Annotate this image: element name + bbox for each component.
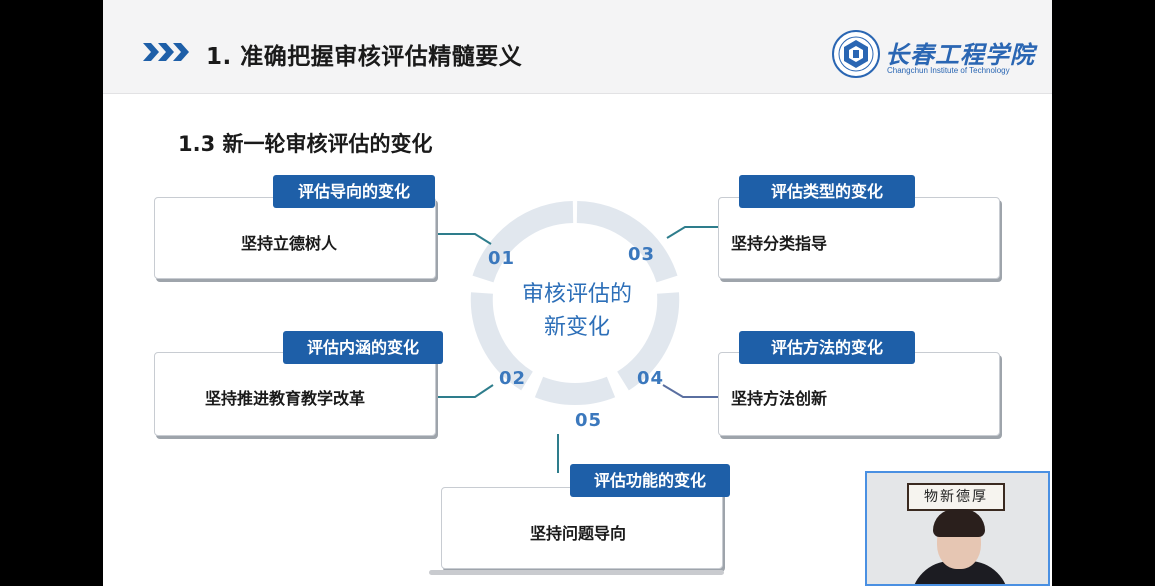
connector-04 — [662, 384, 719, 398]
college-english-name: Changchun Institute of Technology — [887, 66, 1010, 75]
item-number-02: 02 — [499, 368, 527, 389]
webcam-video-overlay[interactable]: 物新德厚 — [865, 471, 1050, 586]
center-label-line1: 审核评估的 — [521, 282, 632, 307]
item-number-04: 04 — [637, 368, 665, 389]
ring-segment-05 — [534, 376, 616, 405]
card-text-05: 坚持问题导向 — [530, 524, 627, 543]
card-tag-02: 评估内涵的变化 — [283, 331, 443, 364]
college-name-logo: 长春工程学院 — [885, 40, 1035, 69]
college-emblem-icon — [832, 30, 880, 78]
card-tag-05: 评估功能的变化 — [570, 464, 730, 497]
card-tag-03: 评估类型的变化 — [739, 175, 915, 208]
calligraphy-plaque: 物新德厚 — [907, 483, 1005, 511]
item-number-05: 05 — [575, 410, 603, 431]
ring-segment-02 — [470, 292, 534, 391]
presenter-body — [911, 561, 1009, 584]
change-card-03: 坚持分类指导 — [718, 197, 1000, 279]
change-card-04: 坚持方法创新 — [718, 352, 1000, 436]
item-number-03: 03 — [628, 244, 656, 265]
change-cycle-diagram — [437, 201, 719, 473]
card-text-02: 坚持推进教育教学改革 — [205, 389, 366, 408]
card-text-01: 坚持立德树人 — [241, 234, 338, 253]
chevrons-icon — [143, 43, 189, 61]
change-card-02: 坚持推进教育教学改革 — [154, 352, 436, 436]
ring-segment-03 — [576, 201, 678, 283]
change-card-01: 坚持立德树人 — [154, 197, 436, 279]
presentation-slide: 1. 准确把握审核评估精髓要义 长春工程学院 Changchun Institu… — [103, 0, 1052, 586]
item-number-01: 01 — [488, 248, 516, 269]
ring-segment-04 — [616, 292, 680, 391]
card-tag-04: 评估方法的变化 — [739, 331, 915, 364]
connector-03 — [666, 226, 719, 239]
ring-segment-01 — [472, 201, 574, 283]
card-text-03: 坚持分类指导 — [731, 234, 828, 253]
connector-01 — [437, 233, 492, 245]
change-card-05: 坚持问题导向 — [441, 487, 723, 569]
slide-title: 1. 准确把握审核评估精髓要义 — [206, 44, 523, 70]
connector-02 — [437, 384, 494, 398]
slide-header: 1. 准确把握审核评估精髓要义 长春工程学院 Changchun Institu… — [103, 0, 1052, 94]
section-title: 1.3 新一轮审核评估的变化 — [178, 132, 433, 156]
horizontal-scrollbar[interactable] — [429, 570, 724, 575]
presenter-hair — [933, 509, 985, 537]
center-label: 审核评估的 新变化 — [507, 278, 647, 344]
card-tag-01: 评估导向的变化 — [273, 175, 435, 208]
center-label-line2: 新变化 — [543, 315, 610, 340]
card-text-04: 坚持方法创新 — [731, 389, 828, 408]
